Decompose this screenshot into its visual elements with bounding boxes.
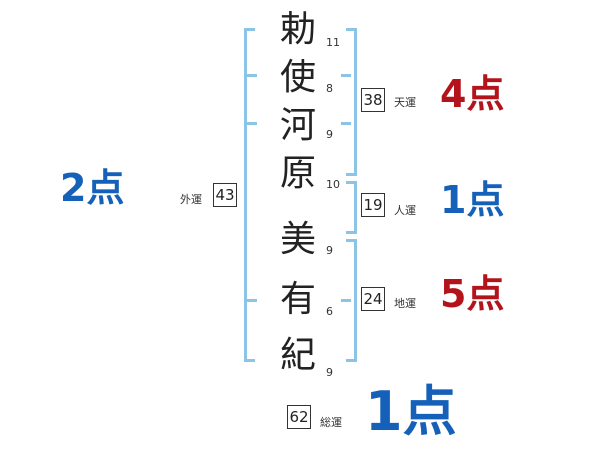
stroke-count: 10 — [326, 178, 340, 191]
stroke-count: 9 — [326, 366, 333, 379]
chiun-score: 5点 — [440, 272, 505, 316]
name-char: 河 — [279, 105, 316, 146]
outer-bracket — [244, 28, 255, 362]
gaiun-value: 43 — [213, 183, 237, 207]
jinun-score: 1点 — [440, 178, 505, 222]
name-char: 美 — [279, 219, 316, 260]
stroke-count: 11 — [326, 36, 340, 49]
tenun-label: 天運 — [394, 96, 416, 109]
tenun-bracket — [346, 28, 357, 176]
souun-label: 総運 — [320, 416, 342, 429]
stroke-count: 9 — [326, 128, 333, 141]
bracket-tick — [341, 74, 351, 77]
bracket-tick — [247, 122, 257, 125]
name-char: 原 — [279, 153, 316, 194]
name-char: 紀 — [279, 335, 316, 376]
stroke-count: 8 — [326, 82, 333, 95]
stroke-count: 9 — [326, 244, 333, 257]
jinun-bracket — [346, 181, 357, 234]
chiun-value: 24 — [361, 287, 385, 311]
bracket-tick — [247, 299, 257, 302]
name-char: 有 — [279, 279, 316, 320]
stroke-count: 6 — [326, 305, 333, 318]
jinun-label: 人運 — [394, 204, 416, 217]
chiun-bracket — [346, 239, 357, 362]
souun-value: 62 — [287, 405, 311, 429]
souun-score: 1点 — [365, 380, 457, 443]
bracket-tick — [247, 74, 257, 77]
jinun-value: 19 — [361, 193, 385, 217]
tenun-score: 4点 — [440, 72, 505, 116]
gaiun-label: 外運 — [180, 193, 202, 206]
chiun-label: 地運 — [394, 297, 416, 310]
gaiun-score: 2点 — [60, 166, 125, 210]
name-char: 勅 — [279, 9, 316, 50]
tenun-value: 38 — [361, 88, 385, 112]
name-char: 使 — [279, 57, 316, 98]
bracket-tick — [341, 299, 351, 302]
bracket-tick — [341, 122, 351, 125]
